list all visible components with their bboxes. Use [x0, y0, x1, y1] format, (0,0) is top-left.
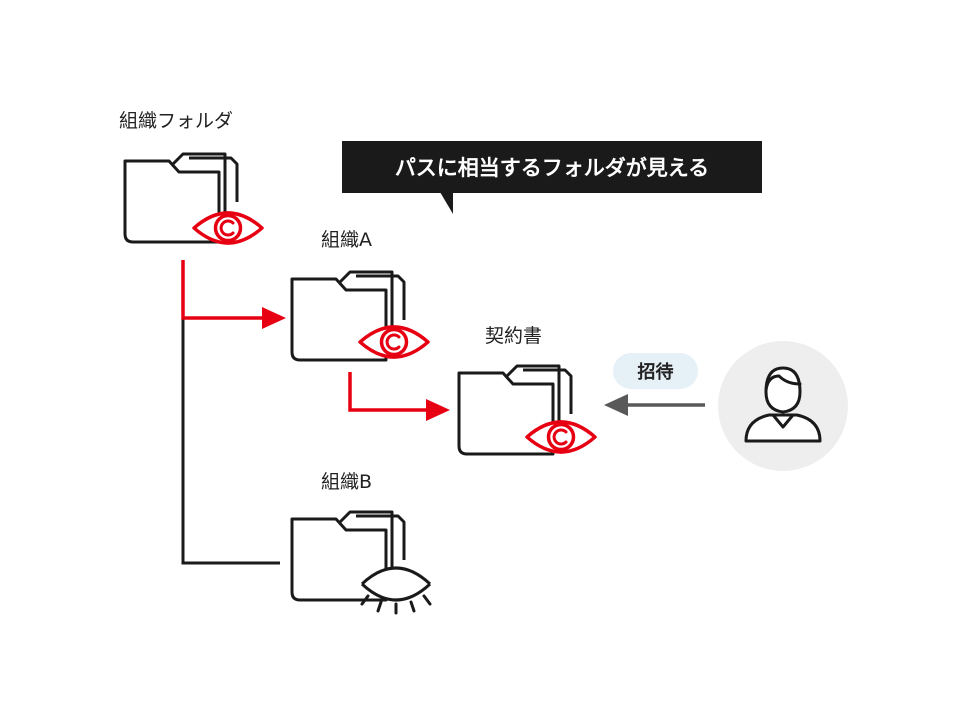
arrow-head-contract: [426, 399, 450, 421]
eye-closed-icon-org-b: [360, 566, 432, 615]
invite-arrow-head: [604, 394, 628, 416]
label-org-a: 組織A: [321, 229, 372, 251]
callout-path-visible: パスに相当するフォルダが見える: [342, 141, 762, 193]
user-avatar-icon: [744, 366, 822, 443]
invite-badge: 招待: [613, 353, 698, 389]
callout-tail: [440, 192, 453, 214]
connector-org-b: [181, 318, 280, 565]
connector-org-a-red: [181, 260, 262, 320]
label-contract: 契約書: [485, 325, 543, 347]
connector-contract-red: [348, 372, 426, 412]
arrow-head-org-a: [262, 307, 286, 329]
label-org-b: 組織B: [321, 471, 373, 493]
label-org-folder: 組織フォルダ: [119, 110, 234, 132]
